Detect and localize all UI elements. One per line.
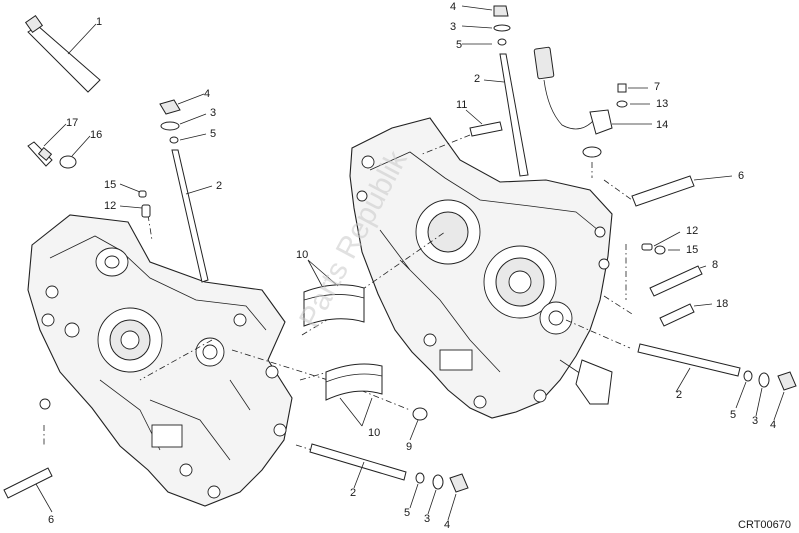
- washer-part-16[interactable]: [59, 155, 77, 169]
- callout-2-top-left: 2: [216, 180, 222, 192]
- stud-part-2-bottom[interactable]: [309, 443, 469, 493]
- diagram-code: CRT00670: [738, 519, 791, 531]
- dowel-part-12-right[interactable]: [641, 243, 653, 251]
- callout-6-left: 6: [48, 514, 54, 526]
- stud-part-2-right-top[interactable]: [493, 5, 529, 177]
- washer-part-15-right[interactable]: [654, 245, 666, 255]
- callout-12-left: 12: [104, 200, 116, 212]
- callout-1: 1: [96, 16, 102, 28]
- callout-3-top-right: 3: [450, 21, 456, 33]
- stud-part-2-left-top[interactable]: [159, 99, 209, 283]
- callout-5-bottom: 5: [404, 507, 410, 519]
- left-crankcase-half[interactable]: [27, 214, 293, 507]
- screw-part-7[interactable]: [617, 83, 627, 93]
- callout-4-right-bottom: 4: [770, 419, 776, 431]
- callout-13: 13: [656, 98, 668, 110]
- callout-12-right: 12: [686, 225, 698, 237]
- callout-numbers: 1 17 16 15 12 4 3 5 2 10 10 4 3 5 2 11 7…: [48, 1, 776, 531]
- assembly-lines: [43, 134, 633, 451]
- callout-3-right-bottom: 3: [752, 415, 758, 427]
- callout-4-top-right: 4: [450, 1, 456, 13]
- right-crankcase-half[interactable]: [349, 117, 613, 419]
- callout-5-right-bottom: 5: [730, 409, 736, 421]
- callout-8: 8: [712, 259, 718, 271]
- sensor-cable-part-14[interactable]: [533, 46, 613, 158]
- bolt-part-6-right[interactable]: [631, 175, 695, 207]
- o-ring-part-9[interactable]: [412, 407, 428, 421]
- callout-10-top: 10: [296, 249, 308, 261]
- callout-11: 11: [456, 99, 467, 111]
- callout-7: 7: [654, 81, 660, 93]
- callout-5-top-left: 5: [210, 128, 216, 140]
- callout-9: 9: [406, 441, 412, 453]
- callout-2-top-right: 2: [474, 73, 480, 85]
- bearing-shells-part-10-top[interactable]: [303, 284, 365, 327]
- callout-14: 14: [656, 119, 668, 131]
- bolt-part-18[interactable]: [659, 303, 695, 327]
- callout-16: 16: [90, 129, 102, 141]
- sensor-part-17[interactable]: [27, 141, 53, 167]
- callout-4-bottom: 4: [444, 519, 450, 531]
- callout-17: 17: [66, 117, 78, 129]
- bolt-part-8[interactable]: [649, 265, 703, 297]
- stud-part-2-right-bottom[interactable]: [637, 343, 797, 391]
- callout-10-bottom: 10: [368, 427, 380, 439]
- callout-3-bottom: 3: [424, 513, 430, 525]
- bolt-part-11[interactable]: [469, 121, 503, 137]
- callout-5-top-right: 5: [456, 39, 462, 51]
- callout-18: 18: [716, 298, 728, 310]
- callout-2-right-bottom: 2: [676, 389, 682, 401]
- callout-3-top-left: 3: [210, 107, 216, 119]
- dowel-part-12-left[interactable]: [141, 204, 151, 218]
- bearing-shells-part-10-bottom[interactable]: [325, 363, 383, 401]
- callout-2-bottom: 2: [350, 487, 356, 499]
- callout-15-right: 15: [686, 244, 698, 256]
- sealant-tube-part-1[interactable]: [24, 14, 101, 93]
- dowel-part-15-left[interactable]: [138, 190, 147, 198]
- callout-15-left: 15: [104, 179, 116, 191]
- bolt-part-6-left[interactable]: [3, 467, 53, 499]
- callout-4-top-left: 4: [204, 88, 210, 100]
- callout-6-right: 6: [738, 170, 744, 182]
- washer-part-13[interactable]: [616, 100, 628, 108]
- leader-lines: [35, 5, 785, 521]
